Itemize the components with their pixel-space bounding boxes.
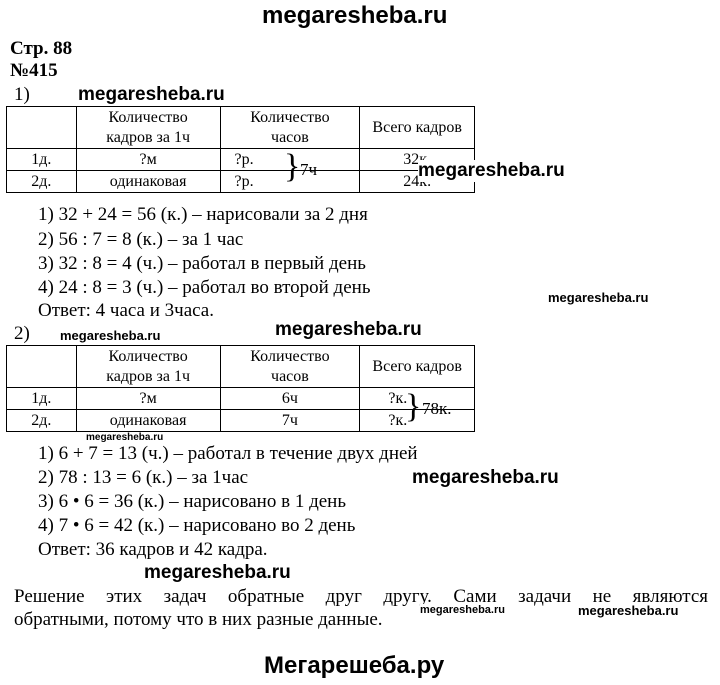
watermark-part1: megaresheba.ru xyxy=(78,84,225,105)
part1-step: 2) 56 : 7 = 8 (к.) – за 1 час xyxy=(38,229,244,250)
table-header-cell: Всего кадров xyxy=(359,106,475,149)
table-header-cell xyxy=(6,345,77,388)
table-row: 2д. одинаковая 7ч ?к. xyxy=(6,409,475,432)
table-cell: 2д. xyxy=(6,409,77,432)
footer-watermark: Мегарешеба.ру xyxy=(264,652,445,679)
table-cell: ?к. xyxy=(359,409,475,432)
table-cell: 6ч xyxy=(219,387,361,410)
part2-brace-label: 78к. xyxy=(422,399,452,418)
part1-label: 1) xyxy=(14,84,30,105)
table-row: 2д. одинаковая ?р. 24к. xyxy=(6,170,475,193)
conclusion-line-1: Решение этих задач обратные друг другу. … xyxy=(14,586,708,607)
part2-table: Количество кадров за 1ч Количество часов… xyxy=(6,345,475,432)
watermark-part2-left: megaresheba.ru xyxy=(60,328,161,343)
page-label: Стр. 88 xyxy=(10,38,73,59)
problem-number: №415 xyxy=(10,60,58,81)
table-cell: 7ч xyxy=(219,409,361,432)
table-cell: ?м xyxy=(75,387,221,410)
part1-step: 4) 24 : 8 = 3 (ч.) – работал во второй д… xyxy=(38,277,371,298)
table-header-cell: Количество часов xyxy=(219,345,361,388)
watermark-answer2: megaresheba.ru xyxy=(144,562,291,583)
brace-icon: } xyxy=(405,388,422,425)
table-cell: одинаковая xyxy=(75,170,221,193)
part2-step: 3) 6 • 6 = 36 (к.) – нарисовано в 1 день xyxy=(38,491,347,512)
table-cell: 1д. xyxy=(6,387,77,410)
watermark-bottom-right: megaresheba.ru xyxy=(578,603,679,618)
watermark-top: megaresheba.ru xyxy=(262,2,448,29)
table-header-cell xyxy=(6,106,77,149)
part2-step: 2) 78 : 13 = 6 (к.) – за 1час xyxy=(38,467,249,488)
table-cell: ?р. xyxy=(219,170,361,193)
part1-answer: Ответ: 4 часа и 3часа. xyxy=(38,300,214,321)
table-cell: ?м xyxy=(75,148,221,171)
brace-icon: } xyxy=(284,148,301,185)
part2-table-header-row: Количество кадров за 1ч Количество часов… xyxy=(6,345,475,388)
part1-step: 1) 32 + 24 = 56 (к.) – нарисовали за 2 д… xyxy=(38,204,368,225)
table-cell: 1д. xyxy=(6,148,77,171)
part2-answer: Ответ: 36 кадров и 42 кадра. xyxy=(38,539,268,560)
conclusion-line-2: обратными, потому что в них разные данны… xyxy=(14,609,383,630)
table-cell: одинаковая xyxy=(75,409,221,432)
table-header-cell: Количество часов xyxy=(219,106,361,149)
watermark-bottom-mid: megaresheba.ru xyxy=(420,604,505,616)
watermark-steps2: megaresheba.ru xyxy=(412,467,559,488)
watermark-table2: megaresheba.ru xyxy=(86,432,164,443)
watermark-part2-center: megaresheba.ru xyxy=(275,319,422,340)
part2-step: 4) 7 • 6 = 42 (к.) – нарисовано во 2 ден… xyxy=(38,515,356,536)
table-cell: 2д. xyxy=(6,170,77,193)
table-row: 1д. ?м ?р. 32к. xyxy=(6,148,475,171)
table-row: 1д. ?м 6ч ?к. xyxy=(6,387,475,410)
table-header-cell: Количество кадров за 1ч xyxy=(75,106,221,149)
watermark-answer1: megaresheba.ru xyxy=(548,290,649,305)
table-header-cell: Всего кадров xyxy=(359,345,475,388)
part1-table-header-row: Количество кадров за 1ч Количество часов… xyxy=(6,106,475,149)
part1-step: 3) 32 : 8 = 4 (ч.) – работал в первый де… xyxy=(38,253,366,274)
part2-step: 1) 6 + 7 = 13 (ч.) – работал в течение д… xyxy=(38,443,418,464)
table-header-cell: Количество кадров за 1ч xyxy=(75,345,221,388)
watermark-table1: megaresheba.ru xyxy=(418,160,565,182)
part1-brace-label: 7ч xyxy=(300,160,318,179)
part1-table: Количество кадров за 1ч Количество часов… xyxy=(6,106,475,193)
part2-label: 2) xyxy=(14,323,30,344)
